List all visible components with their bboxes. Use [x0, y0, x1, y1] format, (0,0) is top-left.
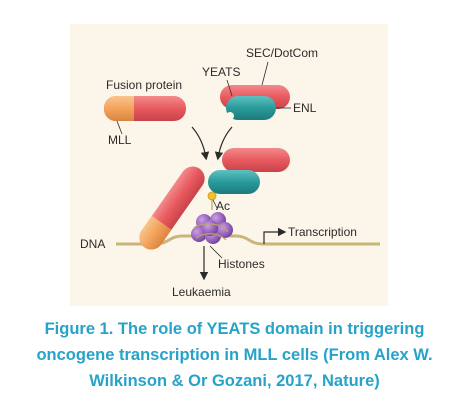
label-transcription: Transcription: [288, 225, 357, 239]
label-mll: MLL: [108, 133, 132, 147]
label-histones: Histones: [218, 257, 265, 271]
caption-line-2: oncogene transcription in MLL cells (Fro…: [36, 346, 433, 364]
transcription-arrow: [263, 227, 287, 244]
label-sec-dotcom: SEC/DotCom: [246, 46, 318, 60]
label-leukaemia: Leukaemia: [172, 285, 231, 299]
right-arrow: [214, 126, 233, 161]
caption-line-1: Figure 1. The role of YEATS domain in tr…: [44, 320, 425, 338]
bound-fusion-protein-icon: [139, 166, 205, 250]
fusion-protein-icon: [104, 96, 186, 121]
bound-enl-complex-icon: [208, 148, 290, 194]
histone-icon: [191, 212, 233, 244]
label-dna: DNA: [80, 237, 105, 251]
left-arrow: [191, 126, 210, 161]
label-ac: Ac: [216, 199, 230, 213]
figure-diagram: SEC/DotCom YEATS Fusion protein ENL MLL …: [80, 46, 380, 299]
label-fusion-protein: Fusion protein: [106, 78, 182, 92]
caption-line-3: Wilkinson & Or Gozani, 2017, Nature): [89, 372, 380, 390]
figure-panel: SEC/DotCom YEATS Fusion protein ENL MLL …: [70, 24, 388, 306]
label-enl: ENL: [293, 101, 317, 115]
figure-caption: Figure 1. The role of YEATS domain in tr…: [0, 316, 469, 394]
enl-complex-icon: [220, 85, 290, 120]
label-yeats: YEATS: [202, 65, 240, 79]
acetyl-icon: [207, 191, 217, 201]
